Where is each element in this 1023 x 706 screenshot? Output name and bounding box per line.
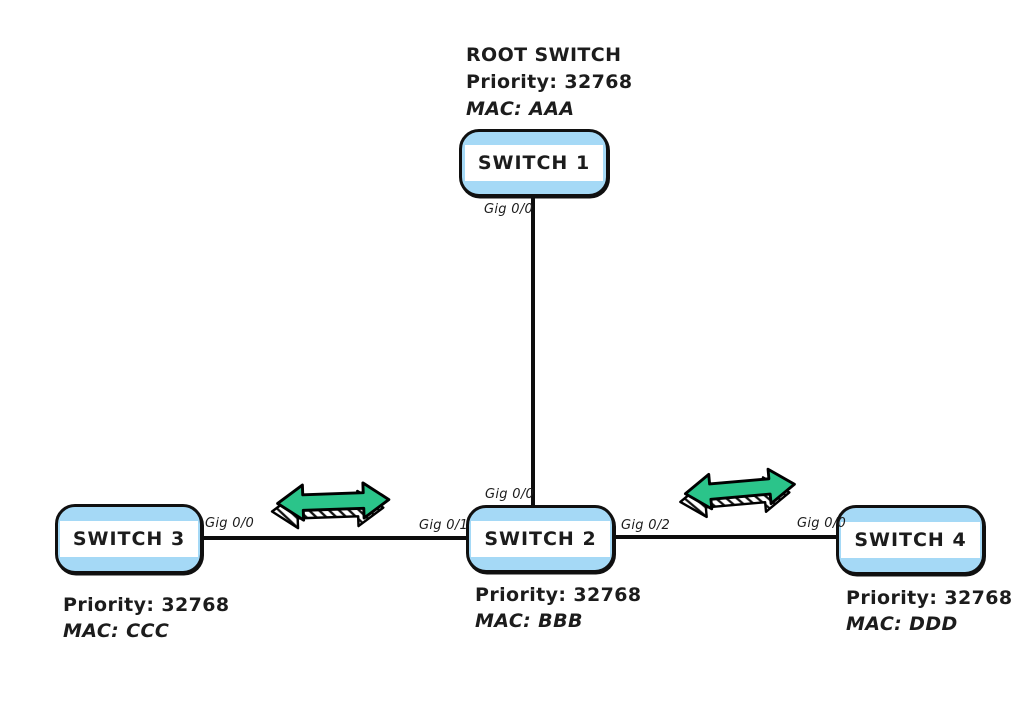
switch1-priority: Priority: 32768	[466, 71, 633, 93]
port-label-switch2-gig0-0: Gig 0/0	[485, 487, 535, 502]
switch4-node: SWITCH 4	[836, 505, 985, 575]
port-label-switch1-gig0-0: Gig 0/0	[484, 202, 534, 217]
switch4-label: SWITCH 4	[841, 522, 980, 558]
switch3-annotation: Priority: 32768 MAC: CCC	[63, 592, 230, 644]
link-switch3-switch2	[200, 536, 468, 540]
bidirectional-arrow-right-icon	[676, 464, 801, 526]
switch2-priority: Priority: 32768	[475, 584, 642, 606]
switch1-annotation: ROOT SWITCH Priority: 32768 MAC: AAA	[466, 42, 633, 123]
bidirectional-arrow-left-icon	[269, 479, 394, 536]
switch3-label: SWITCH 3	[59, 521, 199, 557]
switch3-mac: MAC: CCC	[63, 620, 170, 642]
switch2-mac: MAC: BBB	[475, 610, 583, 632]
port-label-switch2-gig0-1: Gig 0/1	[419, 518, 469, 533]
switch3-priority: Priority: 32768	[63, 594, 230, 616]
root-switch-title: ROOT SWITCH	[466, 44, 622, 66]
switch2-label: SWITCH 2	[471, 521, 610, 557]
link-switch1-switch2	[531, 194, 535, 508]
port-label-switch2-gig0-2: Gig 0/2	[621, 518, 671, 533]
switch2-node: SWITCH 2	[466, 505, 615, 573]
link-switch2-switch4	[613, 535, 838, 539]
port-label-switch3-gig0-0: Gig 0/0	[205, 516, 255, 531]
switch4-annotation: Priority: 32768 MAC: DDD	[846, 585, 1013, 637]
switch1-mac: MAC: AAA	[466, 98, 575, 120]
switch4-priority: Priority: 32768	[846, 587, 1013, 609]
switch4-mac: MAC: DDD	[846, 613, 958, 635]
port-label-switch4-gig0-0: Gig 0/0	[797, 516, 847, 531]
switch1-node: SWITCH 1	[459, 129, 609, 197]
switch2-annotation: Priority: 32768 MAC: BBB	[475, 582, 642, 634]
switch3-node: SWITCH 3	[55, 504, 203, 574]
switch1-label: SWITCH 1	[464, 145, 604, 181]
